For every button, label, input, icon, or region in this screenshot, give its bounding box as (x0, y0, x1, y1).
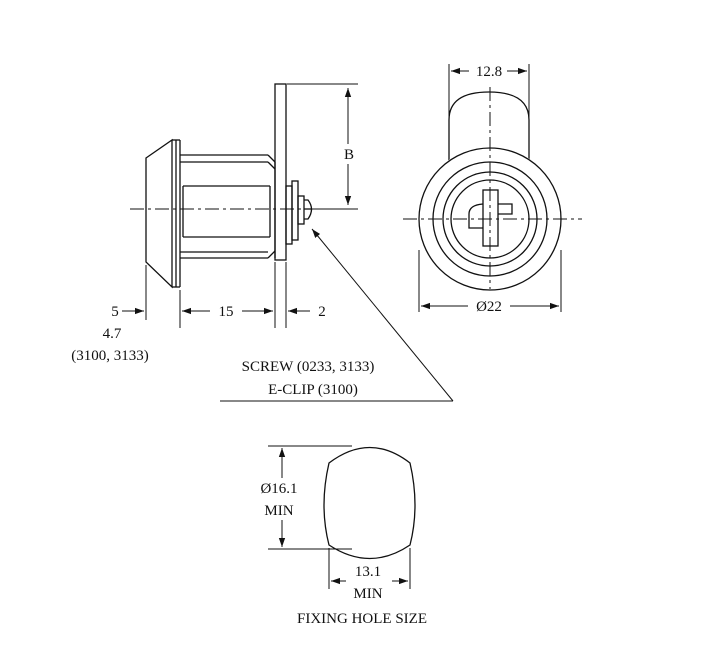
fixing-hole-outline (323, 446, 416, 560)
cylinder-top (448, 91, 530, 162)
dimension-b-label: B (344, 147, 354, 163)
dimension-bottom-label: Ø22 (476, 299, 502, 315)
dimension-hole-width-label: 13.1 (355, 564, 381, 580)
dimension-hole-width-min: MIN (353, 586, 382, 602)
callout-leader (311, 228, 454, 402)
dimension-top-label: 12.8 (476, 64, 502, 80)
callout: SCREW (0233, 3133) E-CLIP (3100) (220, 228, 454, 402)
lock-body (180, 154, 276, 259)
lock-flange (145, 138, 173, 289)
dimension-flange-alt-models: (3100, 3133) (71, 348, 149, 364)
cam-plate (274, 83, 287, 261)
dimension-hole-height-label: Ø16.1 (260, 481, 297, 497)
dimension-flange-label: 5 (111, 304, 119, 320)
side-view: B 5 4.7 (3100, 3133) 15 2 (71, 83, 358, 364)
dimension-body-label: 15 (219, 304, 234, 320)
dimension-flange-alt-label: 4.7 (103, 326, 122, 342)
callout-screw-text: SCREW (0233, 3133) (242, 359, 375, 375)
fixing-hole-caption: FIXING HOLE SIZE (297, 611, 427, 627)
dimension-hole-height-min: MIN (264, 503, 293, 519)
front-view: 12.8 Ø22 (403, 61, 582, 316)
callout-eclip-text: E-CLIP (3100) (268, 382, 358, 398)
dimension-cam-label: 2 (318, 304, 326, 320)
fixing-hole-view: Ø16.1 MIN 13.1 MIN FIXING HOLE SIZE (253, 445, 427, 627)
screw-e-clip (285, 180, 313, 245)
